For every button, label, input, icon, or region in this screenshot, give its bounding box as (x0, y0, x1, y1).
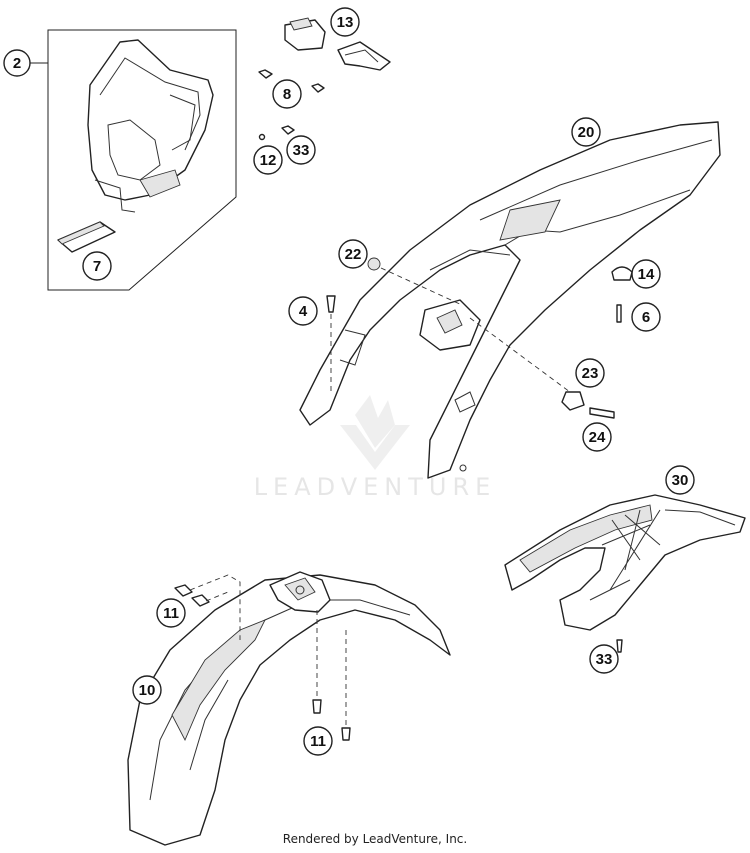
callout-11-bottom: 11 (303, 726, 333, 756)
svg-text:10: 10 (139, 682, 156, 699)
nut-22 (367, 257, 381, 271)
watermark-flame-icon (355, 395, 395, 448)
screw-8a (258, 69, 273, 79)
callout-8: 8 (272, 79, 302, 109)
callout-33-tail: 33 (589, 644, 619, 674)
bolt-11b (191, 594, 210, 607)
callout-33-top: 33 (286, 135, 316, 165)
callouts: 2 7 13 8 12 33 20 22 14 4 6 23 24 30 33 … (3, 7, 695, 756)
watermark-v-icon (340, 425, 410, 470)
svg-text:14: 14 (638, 266, 655, 283)
callout-7: 7 (82, 251, 112, 281)
screw-24 (589, 407, 615, 419)
bolt-11a (174, 584, 193, 597)
washer-12 (258, 133, 266, 141)
callout-12: 12 (253, 145, 283, 175)
svg-text:33: 33 (293, 142, 310, 159)
svg-text:33: 33 (596, 651, 613, 668)
callout-30: 30 (665, 465, 695, 495)
rear-fender-body (299, 121, 721, 479)
tail-part (504, 494, 746, 653)
svg-text:12: 12 (260, 152, 277, 169)
callout-4: 4 (288, 296, 318, 326)
screw-4 (326, 295, 336, 313)
group-box (47, 29, 237, 291)
callout-20: 20 (571, 117, 601, 147)
svg-text:13: 13 (337, 14, 354, 31)
screw-33-tail (616, 639, 623, 653)
svg-text:6: 6 (642, 309, 650, 326)
rear-fender (299, 121, 721, 479)
headlight-mask (87, 39, 214, 201)
callout-24: 24 (582, 422, 612, 452)
screw-33-top (281, 125, 295, 135)
svg-text:22: 22 (345, 246, 362, 263)
svg-text:30: 30 (672, 472, 689, 489)
callout-13: 13 (330, 7, 360, 37)
screw-8b (311, 83, 325, 93)
callout-10: 10 (132, 675, 162, 705)
nut-23 (561, 391, 585, 411)
svg-text:11: 11 (310, 733, 326, 750)
callout-23: 23 (575, 358, 605, 388)
front-fender-body (127, 574, 451, 846)
front-fender (127, 571, 451, 846)
grommet-14 (611, 266, 633, 281)
callout-14: 14 (631, 259, 661, 289)
svg-text:8: 8 (283, 86, 291, 103)
svg-text:23: 23 (582, 365, 599, 382)
screw-6 (616, 304, 622, 323)
clamp-lower (337, 41, 391, 71)
hardware-top (258, 17, 391, 141)
bolt-11d (341, 727, 351, 741)
svg-text:2: 2 (13, 55, 21, 72)
watermark-text: LEADVENTURE (254, 473, 497, 501)
svg-text:7: 7 (93, 258, 101, 275)
callout-2: 2 (3, 49, 31, 77)
bolt-11c (312, 699, 322, 714)
watermark: LEADVENTURE (254, 395, 497, 501)
callout-22: 22 (338, 239, 368, 269)
svg-text:4: 4 (299, 303, 308, 320)
svg-text:11: 11 (163, 605, 179, 622)
headlight-mask-group (30, 29, 237, 291)
svg-text:20: 20 (578, 124, 595, 141)
callout-6: 6 (631, 302, 661, 332)
footer-credit: Rendered by LeadVenture, Inc. (282, 832, 468, 846)
tail-part-body (504, 494, 746, 631)
svg-text:24: 24 (589, 429, 606, 446)
callout-11-top: 11 (156, 598, 186, 628)
